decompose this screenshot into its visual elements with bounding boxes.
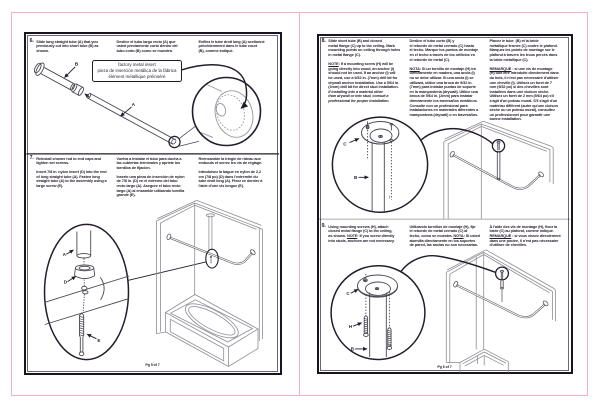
svg-text:B: B — [351, 347, 355, 352]
svg-text:A: A — [63, 252, 67, 257]
svg-text:C: C — [346, 291, 350, 296]
svg-text:I: I — [389, 195, 390, 200]
svg-text:E: E — [97, 338, 100, 343]
svg-text:C: C — [343, 141, 347, 146]
svg-text:A: A — [132, 102, 136, 108]
svg-text:H: H — [349, 324, 353, 329]
svg-text:B: B — [354, 175, 358, 180]
svg-text:D: D — [64, 279, 68, 284]
svg-text:B: B — [75, 62, 79, 68]
